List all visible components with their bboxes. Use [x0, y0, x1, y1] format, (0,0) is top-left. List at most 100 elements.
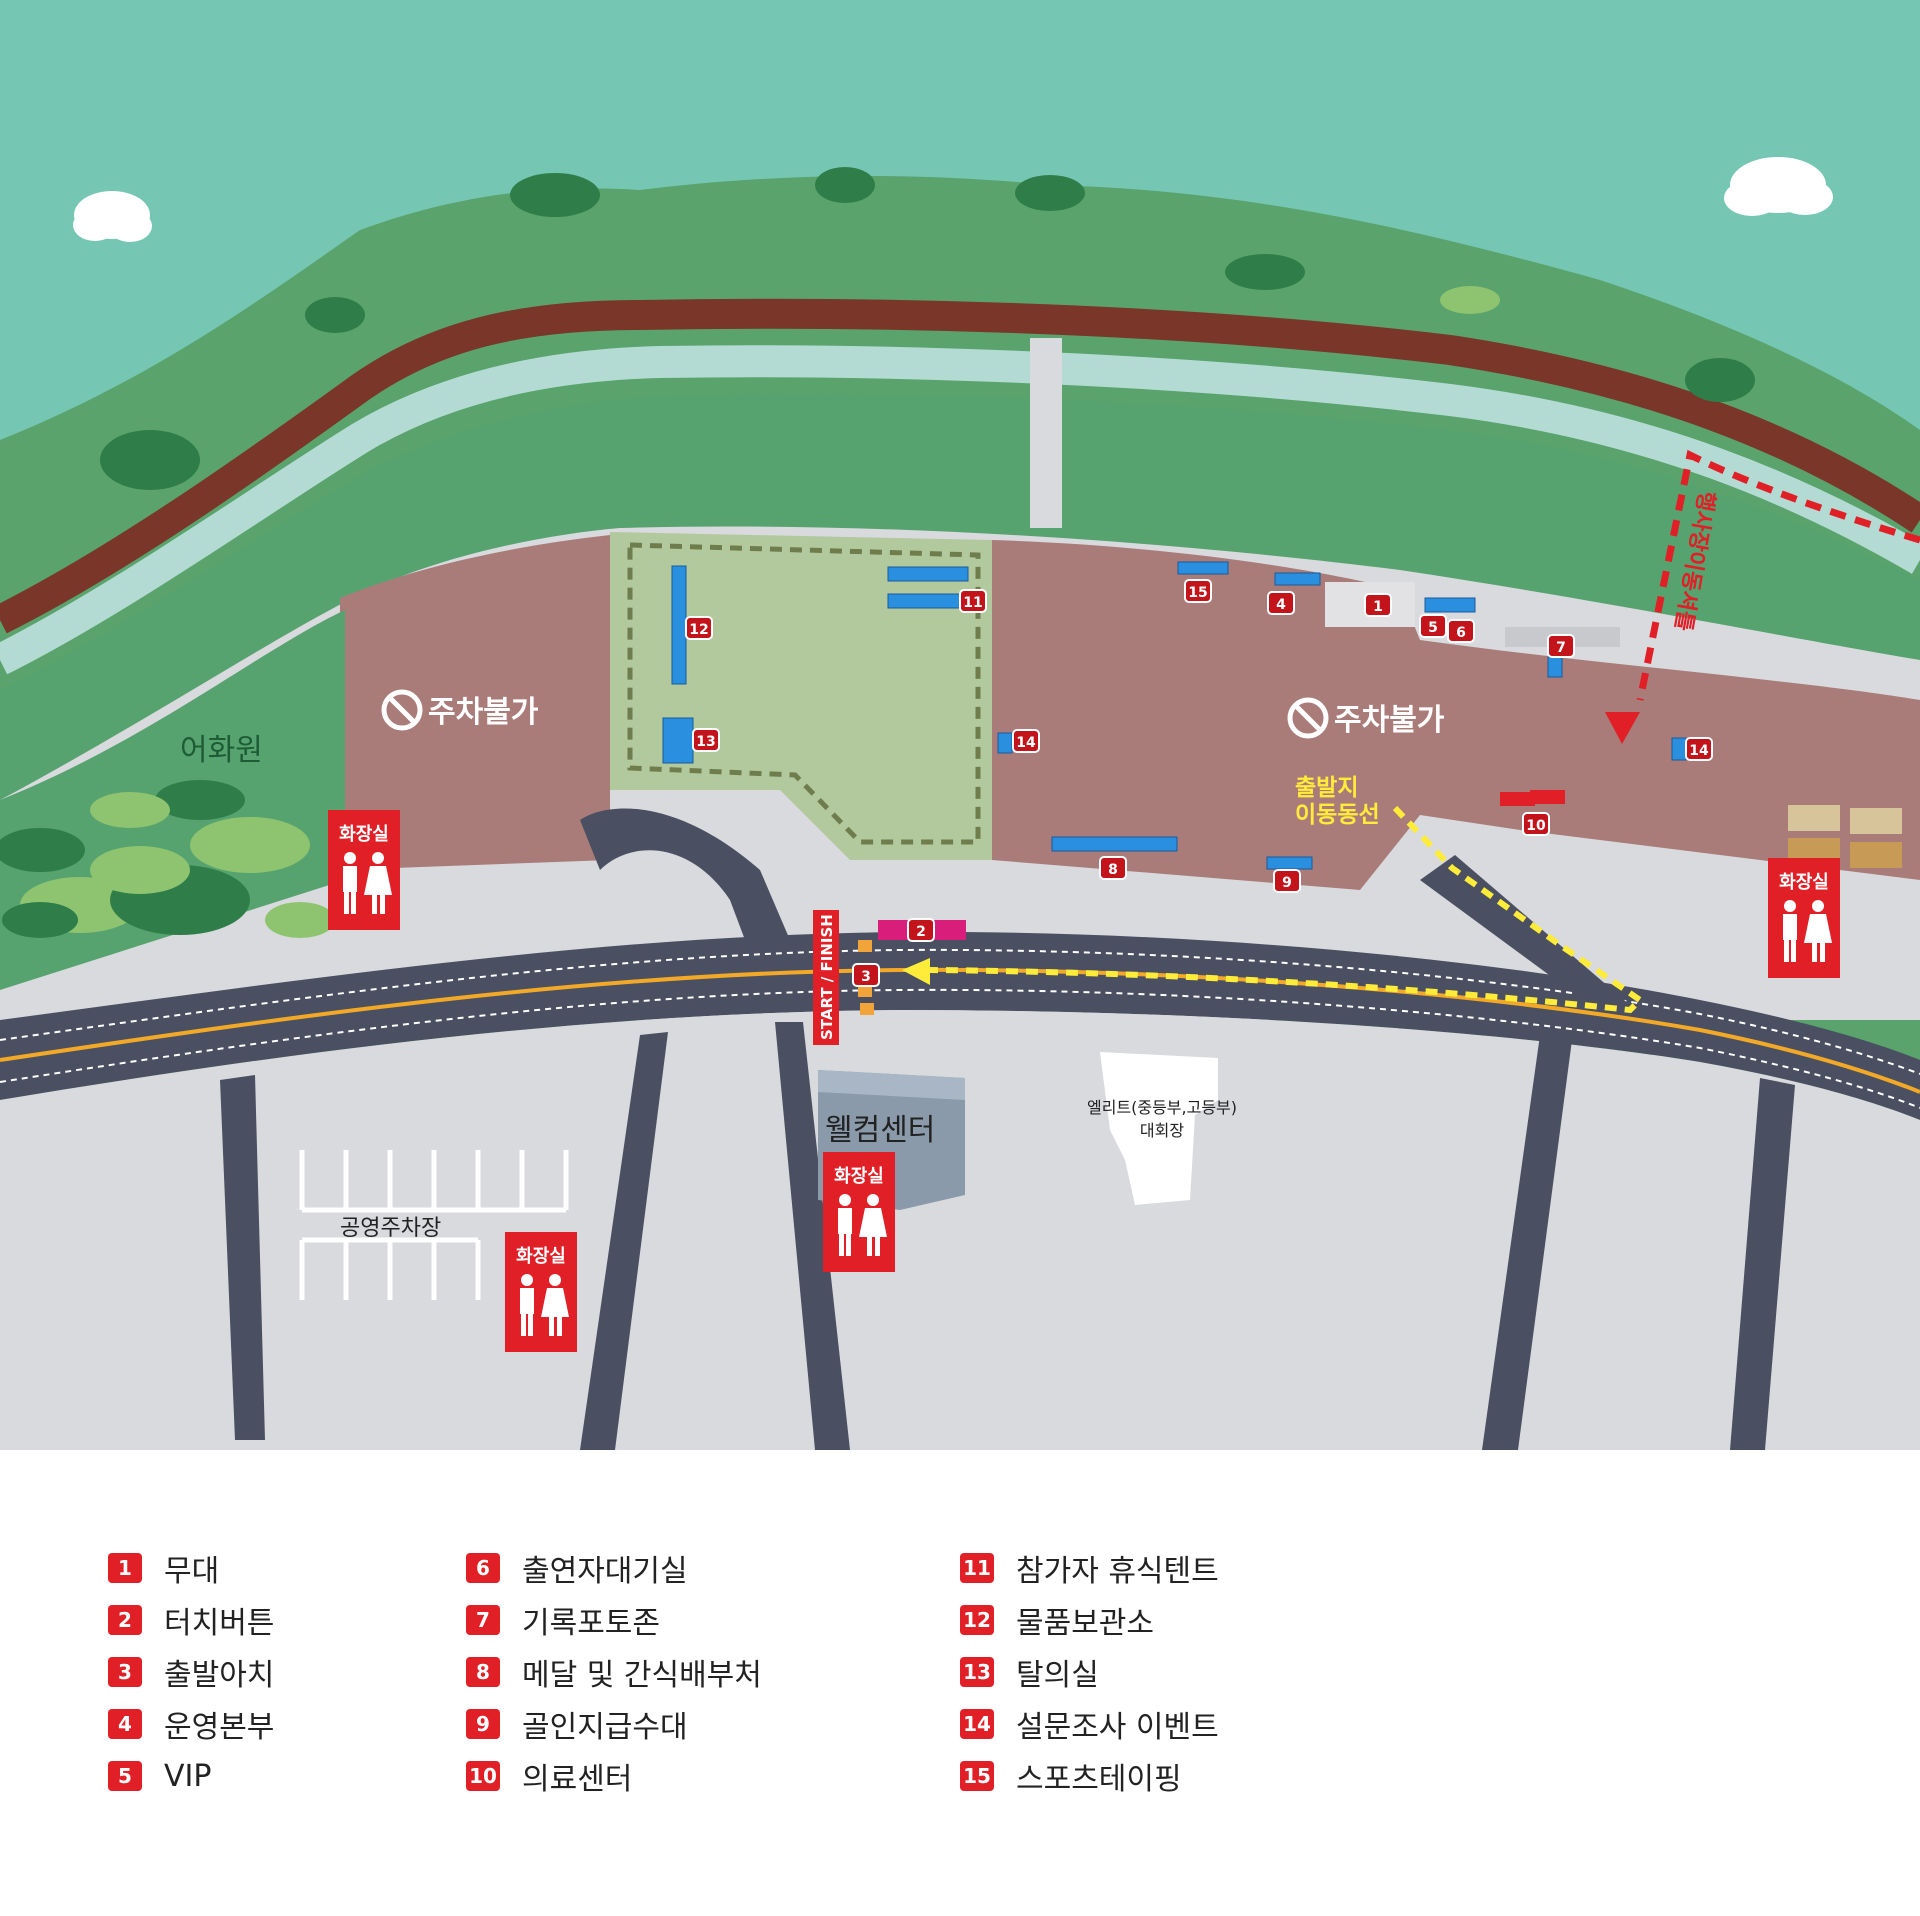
svg-text:화장실: 화장실 [516, 1246, 566, 1267]
elite-venue [1100, 1052, 1218, 1205]
restroom-icon [838, 1194, 887, 1256]
north-path [1030, 338, 1062, 528]
legend-item: 6 출연자대기실 [466, 1542, 762, 1594]
legend-label: 기록포토존 [522, 1606, 660, 1641]
legend-number: 3 [108, 1657, 142, 1687]
legend-item: 11 참가자 휴식텐트 [960, 1542, 1219, 1594]
legend-number: 8 [466, 1657, 500, 1687]
lower-pavement [0, 1010, 1920, 1450]
svg-text:12: 12 [689, 622, 708, 638]
welcome-center-roof [818, 1070, 965, 1100]
legend-label: 참가자 휴식텐트 [1016, 1554, 1219, 1589]
marker-6: 6 [1447, 619, 1475, 643]
no-parking-west: 주차불가 [381, 689, 539, 731]
legend-label: 무대 [164, 1554, 220, 1589]
legend-number: 12 [960, 1605, 994, 1635]
marker-1: 1 [1364, 593, 1392, 617]
lower-road [220, 1075, 265, 1440]
legend-label: VIP [164, 1758, 212, 1794]
brown-path [0, 298, 1920, 634]
lower-road [775, 1022, 850, 1450]
svg-text:10: 10 [1526, 818, 1546, 834]
no-parking-icon [1287, 697, 1329, 739]
svg-text:화장실: 화장실 [1779, 872, 1829, 893]
svg-text:7: 7 [1556, 640, 1566, 656]
west-plaza [340, 535, 610, 870]
svg-text:13: 13 [696, 734, 715, 750]
restroom-icon [520, 1274, 569, 1336]
legend-number: 6 [466, 1553, 500, 1583]
marker-8: 8 [1099, 856, 1127, 880]
no-parking-east: 주차불가 [1287, 697, 1445, 739]
legend-item: 2 터치버튼 [108, 1594, 274, 1646]
svg-text:2: 2 [916, 924, 926, 940]
legend-item: 7 기록포토존 [466, 1594, 762, 1646]
svg-text:화장실: 화장실 [339, 824, 389, 845]
main-road [0, 931, 1920, 1120]
legend-label: 터치버튼 [164, 1606, 275, 1641]
svg-text:주차불가: 주차불가 [428, 695, 539, 730]
start-finish-arch [813, 910, 839, 1045]
legend-number: 2 [108, 1605, 142, 1635]
start-finish-label: START / FINISH [818, 914, 836, 1040]
cloud-icon [73, 191, 152, 242]
medical-tents [1500, 790, 1565, 806]
legend-item: 5 VIP [108, 1750, 274, 1802]
marker-9: 9 [1273, 869, 1301, 893]
marker-5: 5 [1419, 614, 1447, 638]
svg-text:8: 8 [1108, 862, 1118, 878]
parking-lines [299, 1150, 569, 1300]
public-parking-label: 공영주차장 [340, 1216, 441, 1241]
marker-3: 3 [852, 963, 880, 987]
legend-item: 8 메달 및 간식배부처 [466, 1646, 762, 1698]
restroom-icon [343, 852, 392, 914]
legend-label: 물품보관소 [1016, 1606, 1154, 1641]
welcome-center-label: 웰컴센터 [825, 1113, 935, 1148]
no-parking-icon [381, 689, 423, 731]
svg-text:1: 1 [1373, 599, 1383, 615]
svg-text:14: 14 [1016, 735, 1036, 751]
svg-text:14: 14 [1689, 743, 1709, 759]
legend-number: 4 [108, 1709, 142, 1739]
marker-12: 12 [685, 616, 713, 640]
svg-text:주차불가: 주차불가 [1334, 703, 1445, 738]
move-route-label-2: 이동동선 [1295, 802, 1380, 828]
restroom-sign: 화장실 [328, 810, 400, 930]
park-label: 어화원 [180, 733, 263, 768]
lawn-border [627, 542, 981, 845]
legend-label: 설문조사 이벤트 [1016, 1710, 1219, 1745]
legend-label: 의료센터 [522, 1762, 633, 1797]
marker-2: 2 [907, 918, 935, 942]
move-route-arrow-icon [902, 958, 930, 985]
legend-number: 7 [466, 1605, 500, 1635]
marker-4: 4 [1267, 591, 1295, 615]
move-route-label-1: 출발지 [1295, 775, 1358, 801]
svg-text:5: 5 [1428, 620, 1438, 636]
legend-label: 골인지급수대 [522, 1710, 688, 1745]
svg-text:11: 11 [963, 595, 982, 611]
restroom-sign: 화장실 [505, 1232, 577, 1352]
legend-number: 11 [960, 1553, 994, 1583]
legend-number: 13 [960, 1657, 994, 1687]
lawn [610, 532, 992, 860]
river [0, 345, 1920, 675]
legend-number: 5 [108, 1761, 142, 1791]
access-road [580, 808, 790, 940]
marker-7: 7 [1547, 634, 1575, 658]
elite-label-1: 엘리트(중등부,고등부) [1087, 1098, 1237, 1117]
svg-text:4: 4 [1276, 597, 1286, 613]
svg-text:화장실: 화장실 [834, 1166, 884, 1187]
legend-number: 10 [466, 1761, 500, 1791]
arch-boxes [858, 940, 874, 1015]
legend-label: 메달 및 간식배부처 [522, 1658, 762, 1693]
legend-label: 출발아치 [164, 1658, 275, 1693]
marker-13: 13 [692, 728, 720, 752]
legend-label: 출연자대기실 [522, 1554, 688, 1589]
restroom-sign: 화장실 [1768, 858, 1840, 978]
